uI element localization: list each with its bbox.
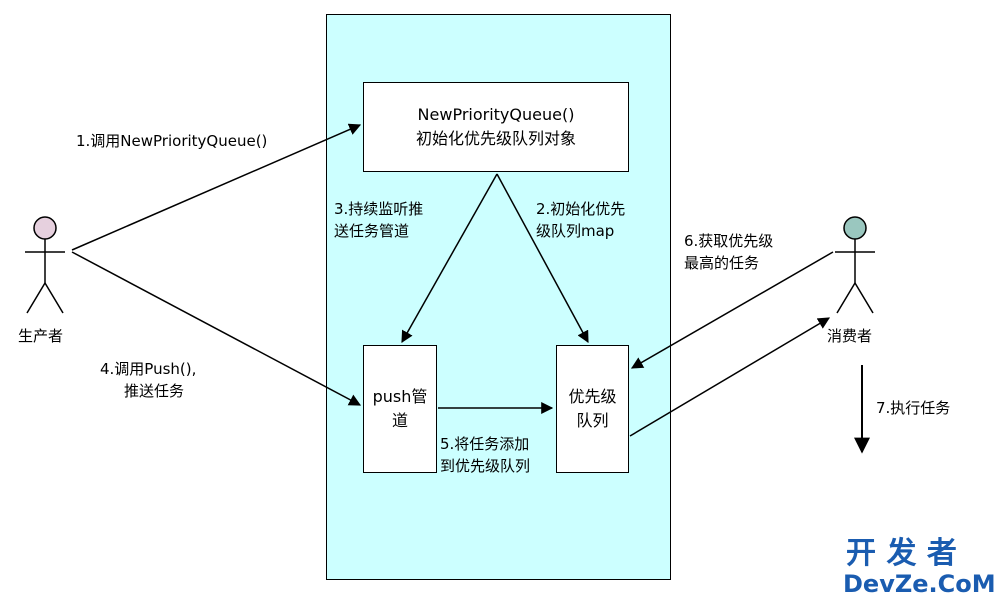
node-title: NewPriorityQueue() (417, 105, 575, 124)
edge-step7-label: 7.执行任务 (876, 399, 951, 417)
edge-step4-line1: 4.调用Push(), (100, 360, 197, 378)
edge-step4 (71, 251, 362, 406)
watermark-title: 开 发 者 (846, 536, 957, 571)
node-line2: 道 (391, 411, 408, 430)
edge-step4-line2: 推送任务 (124, 382, 185, 400)
edge-step5-line1: 5.将任务添加 (440, 435, 530, 453)
edge-step6-label: 6.获取优先级 最高的任务 (684, 230, 773, 274)
priority-queue-node: 优先级 队列 (556, 345, 629, 473)
producer-actor (25, 216, 65, 314)
edge-step1-label: 1.调用NewPriorityQueue() (76, 132, 268, 150)
watermark-domain: DevZe.CoM (843, 570, 996, 598)
edge-step6 (630, 251, 834, 369)
edge-step2-line1: 2.初始化优先 (536, 200, 626, 218)
node-subtitle: 初始化优先级队列对象 (415, 129, 576, 148)
edge-step3-line2: 送任务管道 (334, 222, 410, 240)
producer-label: 生产者 (18, 327, 64, 345)
edge-step4-label: 4.调用Push(), 推送任务 (100, 358, 196, 402)
consumer-actor (835, 216, 875, 314)
node-line1: 优先级 (568, 387, 617, 406)
push-channel-node: push管 道 (363, 345, 437, 473)
edge-step2-label: 2.初始化优先 级队列map (536, 198, 625, 242)
edge-step3 (401, 173, 498, 344)
edge-step2-line2: 级队列map (536, 222, 615, 240)
edge-step2 (496, 173, 589, 344)
node-line1: push管 (372, 387, 428, 406)
node-line2: 队列 (576, 411, 609, 430)
edge-step1 (71, 123, 362, 251)
consumer-label: 消费者 (827, 327, 873, 345)
edge-step5-line2: 到优先级队列 (440, 457, 531, 475)
edge-step3-label: 3.持续监听推 送任务管道 (334, 198, 423, 242)
edge-step3-line1: 3.持续监听推 (334, 200, 424, 218)
edge-step5-label: 5.将任务添加 到优先级队列 (440, 433, 530, 477)
consumer-head (843, 216, 867, 240)
edge-return (629, 317, 831, 437)
edge-step6-line2: 最高的任务 (684, 254, 760, 272)
new-priority-queue-node: NewPriorityQueue() 初始化优先级队列对象 (363, 82, 629, 172)
edge-step6-line1: 6.获取优先级 (684, 232, 774, 250)
producer-head (33, 216, 57, 240)
